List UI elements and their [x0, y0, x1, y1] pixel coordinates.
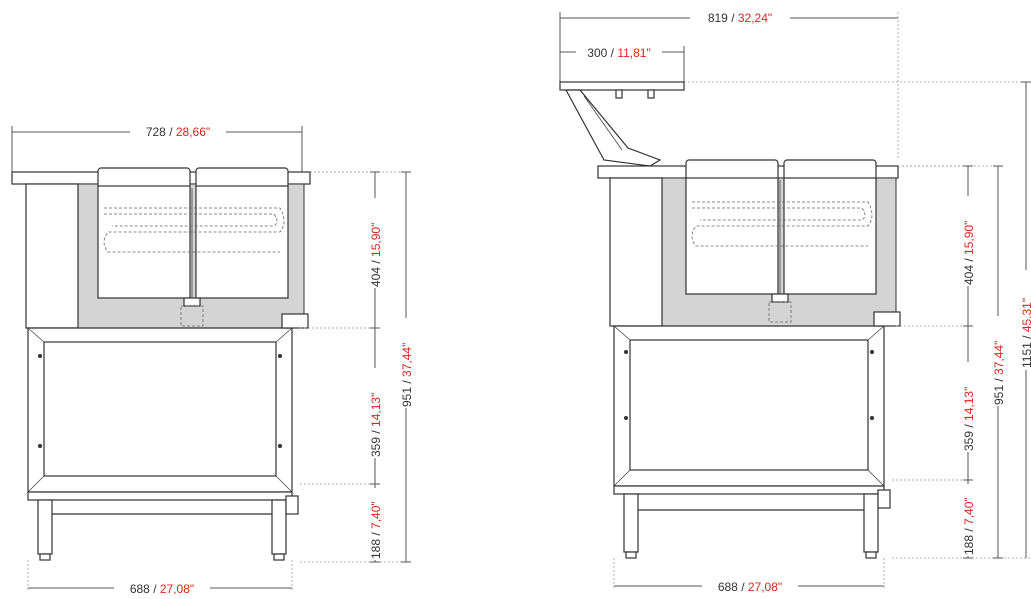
front-total-height-label: 951 / 37,44" [400, 343, 414, 407]
front-legs [27, 491, 299, 561]
side-well-height-label: 404 / 15,90" [962, 221, 976, 285]
side-cabinet [613, 311, 901, 487]
front-top-dimension: 728 / 28,66" [11, 123, 303, 172]
side-total-height-label: 951 / 37,44" [992, 341, 1006, 405]
side-side-panel [609, 177, 663, 327]
side-bottom-dimension: 688 / 27,08" [613, 558, 885, 594]
side-overall-width-label: 819 / 32,24" [708, 11, 772, 25]
side-leg-height-label: 188 / 7,40" [962, 497, 976, 555]
side-sneeze-guard [559, 81, 685, 167]
front-cabinet-height-label: 359 / 14,13" [369, 393, 383, 457]
side-bottom-width-label: 688 / 27,08" [718, 580, 782, 594]
front-bottom-dimension: 688 / 27,08" [27, 560, 293, 596]
front-cabinet [27, 313, 309, 493]
side-pans [685, 159, 877, 323]
side-shelf-dimension: 300 / 11,81" [559, 44, 685, 82]
side-total-height-shelf-label: 1151 / 45,31" [1020, 298, 1031, 368]
side-overall-dimension: 819 / 32,24" [559, 9, 899, 160]
side-shelf-width-label: 300 / 11,81" [587, 46, 650, 60]
front-bottom-width-label: 688 / 27,08" [130, 582, 194, 594]
side-vertical-dimensions: 404 / 15,90" 359 / 14,13" 188 / 7,40" 95… [684, 81, 1031, 559]
front-side-panel [25, 183, 79, 329]
side-view: 819 / 32,24" 300 / 11,81" [559, 9, 1031, 594]
front-top-width-label: 728 / 28,66" [146, 125, 210, 139]
front-pans [97, 167, 289, 327]
front-well-height-label: 404 / 15,90" [369, 223, 383, 287]
front-view: 728 / 28,66" [11, 123, 414, 596]
front-leg-height-label: 188 / 7,40" [369, 501, 383, 559]
front-vertical-dimensions: 404 / 15,90" 359 / 14,13" 188 / 7,40" 95… [300, 171, 414, 563]
side-cabinet-height-label: 359 / 14,13" [962, 387, 976, 451]
side-legs [613, 485, 891, 559]
